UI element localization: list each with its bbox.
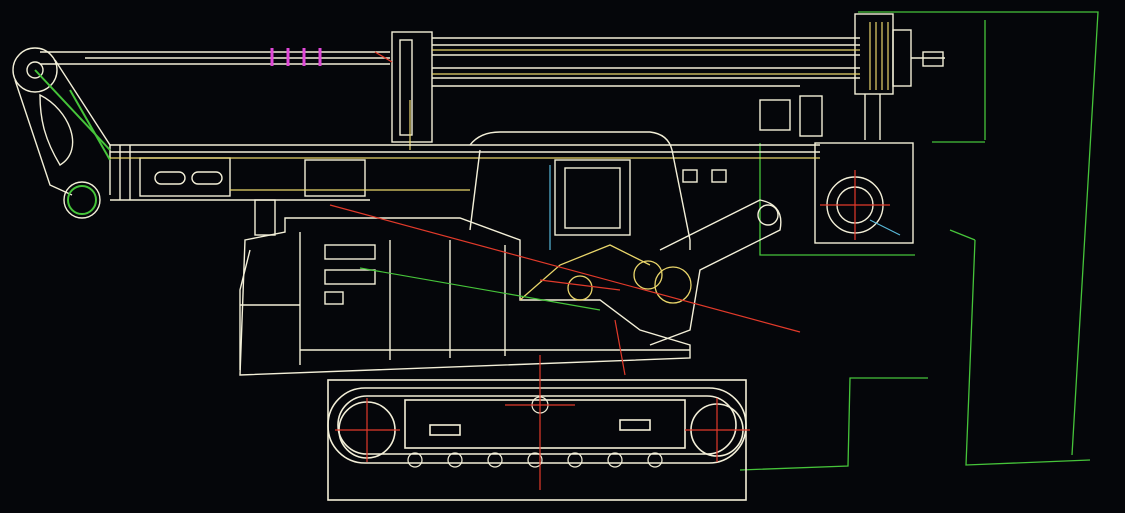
- lower-boom-slot-1: [154, 171, 186, 185]
- green-cable-2: [69, 89, 111, 161]
- engine-housing-outline: [239, 217, 691, 376]
- cab-window: [554, 159, 631, 236]
- lift-arm-pivot: [757, 204, 779, 226]
- boom-head-web: [39, 93, 74, 166]
- boom-foot-pulley: [63, 181, 101, 219]
- vent-grille-1: [324, 244, 376, 260]
- boom-head-arm-left: [14, 79, 73, 196]
- counterweight-edge: [239, 249, 251, 370]
- vent-small: [324, 291, 344, 305]
- mast-clamp-block: [391, 31, 433, 143]
- operator-cab: [469, 131, 727, 250]
- green-foot-ring: [67, 185, 97, 215]
- track-bounding-frame: [327, 379, 747, 501]
- green-frame-right: [965, 239, 1091, 466]
- green-frame-mid: [759, 143, 915, 256]
- mast-red-marker: [374, 51, 393, 63]
- cab-light-1: [682, 169, 698, 183]
- cab-window-inner: [564, 167, 621, 229]
- green-construction-lines: [359, 267, 601, 311]
- crawler-track: [327, 379, 747, 501]
- mast-clamp-inner: [399, 39, 413, 136]
- boom-green-cable: [34, 69, 111, 215]
- cyan-rear-link: [869, 219, 901, 236]
- track-roller-4: [527, 452, 543, 468]
- track-inner: [337, 395, 737, 455]
- track-roller-6: [607, 452, 623, 468]
- mast-red-pin: [374, 51, 393, 63]
- mast-yellow-details: [409, 22, 889, 150]
- cab-roof: [469, 131, 691, 250]
- magenta-markers: [270, 48, 322, 66]
- drive-gear-large: [654, 266, 692, 304]
- lower-boom: [110, 142, 914, 244]
- rear-wheel-centerlines: [820, 170, 890, 240]
- track-roller-1: [407, 452, 423, 468]
- track-roller-3: [487, 452, 503, 468]
- red-construction-lines: [329, 204, 801, 376]
- lift-arm: [649, 199, 782, 346]
- boom-head-pulley-hub: [26, 61, 44, 79]
- lift-arm-body: [649, 199, 782, 346]
- track-roller-2: [447, 452, 463, 468]
- lower-boom-slot-2: [191, 171, 223, 185]
- swing-gear: [567, 275, 593, 301]
- lower-boom-yellow: [110, 157, 820, 191]
- boom-hanger: [254, 199, 276, 236]
- red-diagonal-short: [539, 279, 621, 291]
- engine-housing: [239, 217, 691, 376]
- track-centerlines: [335, 355, 750, 490]
- cyan-construction-lines: [549, 165, 901, 250]
- cab-front-frame: [469, 149, 481, 231]
- track-plate-1: [429, 424, 461, 436]
- red-diagonal-main: [329, 204, 801, 333]
- vent-grille-2: [324, 269, 376, 285]
- hydraulic-valve: [799, 95, 823, 137]
- boom-head-pulley: [12, 47, 58, 93]
- red-vertical-short: [614, 319, 626, 376]
- lower-boom-bracket: [304, 159, 366, 197]
- green-site-frame: [739, 11, 1099, 471]
- green-frame-link: [949, 229, 976, 241]
- track-frame: [404, 399, 686, 449]
- upper-mast: [40, 13, 945, 143]
- hydraulic-block: [759, 99, 791, 131]
- drive-linkage: [519, 244, 651, 301]
- drive-sprocket-upper: [633, 260, 663, 290]
- green-frame-outer: [858, 11, 1099, 456]
- green-diagonal: [359, 267, 601, 311]
- green-frame-lower: [739, 377, 928, 471]
- track-roller-5: [567, 452, 583, 468]
- boom-rear-frame: [814, 142, 914, 244]
- swing-drive: [519, 244, 692, 304]
- track-plate-2: [619, 419, 651, 431]
- track-roller-7: [647, 452, 663, 468]
- cab-light-2: [711, 169, 727, 183]
- winch-shaft-cap: [922, 51, 944, 67]
